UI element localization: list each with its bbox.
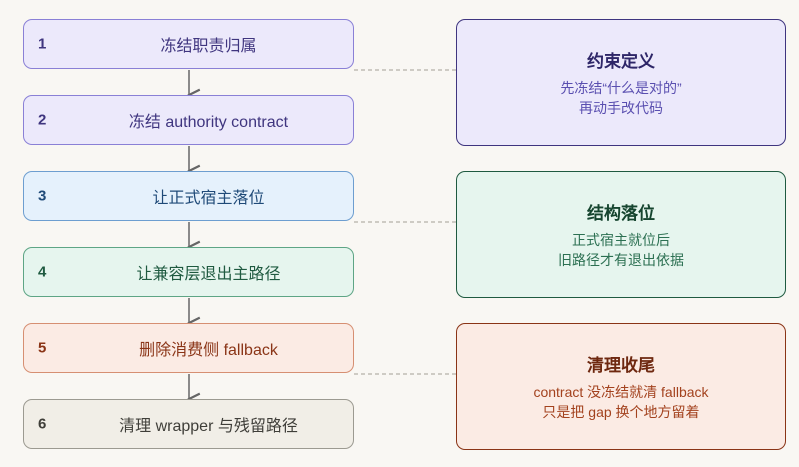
step-label: 冻结职责归属 xyxy=(160,38,257,55)
step-label: 冻结 authority contract xyxy=(128,114,289,131)
note-line: 先冻结“什么是对的” xyxy=(560,80,682,96)
step-label: 让兼容层退出主路径 xyxy=(136,266,281,283)
step-6-box: 6 清理 wrapper 与残留路径 xyxy=(23,399,354,449)
note-line: 正式宿主就位后 xyxy=(572,232,670,248)
step-5-box: 5 删除消费侧 fallback xyxy=(23,323,354,373)
step-1-box: 1 冻结职责归属 xyxy=(23,19,354,69)
step-number: 1 xyxy=(38,35,47,53)
note-line: 旧路径才有退出依据 xyxy=(558,252,684,268)
note-line: 只是把 gap 换个地方留着 xyxy=(542,404,700,420)
step-label: 让正式宿主落位 xyxy=(152,190,265,207)
note-structure-placement: 结构落位 正式宿主就位后 旧路径才有退出依据 xyxy=(456,171,786,298)
note-constraint-definition: 约束定义 先冻结“什么是对的” 再动手改代码 xyxy=(456,19,786,146)
note-title: 清理收尾 xyxy=(587,356,655,375)
step-number: 2 xyxy=(38,111,47,129)
step-3-box: 3 让正式宿主落位 xyxy=(23,171,354,221)
step-label: 清理 wrapper 与残留路径 xyxy=(119,418,298,435)
note-cleanup-wrapup: 清理收尾 contract 没冻结就清 fallback 只是把 gap 换个地… xyxy=(456,323,786,450)
step-number: 6 xyxy=(38,415,47,433)
step-number: 4 xyxy=(38,263,47,281)
note-title: 约束定义 xyxy=(587,52,655,71)
step-number: 5 xyxy=(38,339,47,357)
note-line: 再动手改代码 xyxy=(579,100,663,116)
step-label: 删除消费侧 fallback xyxy=(139,342,278,359)
note-line: contract 没冻结就清 fallback xyxy=(533,384,709,400)
note-title: 结构落位 xyxy=(587,204,655,223)
step-4-box: 4 让兼容层退出主路径 xyxy=(23,247,354,297)
step-number: 3 xyxy=(38,187,47,205)
step-2-box: 2 冻结 authority contract xyxy=(23,95,354,145)
